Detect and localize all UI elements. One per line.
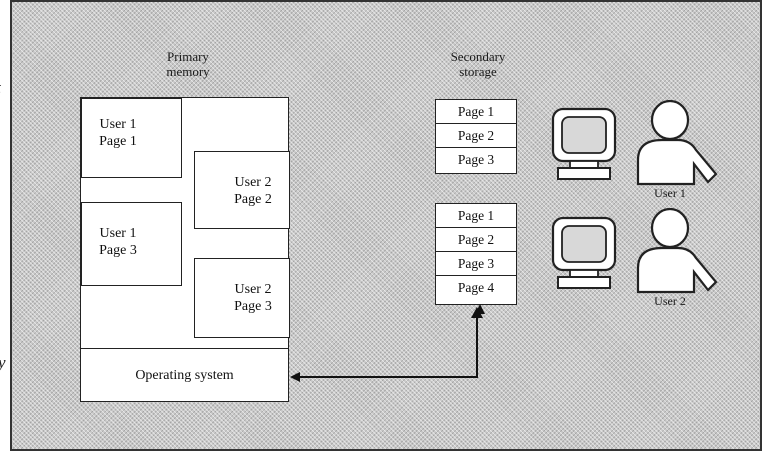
person-icon [636, 100, 718, 186]
user1-storage-page-2: Page 2 [436, 124, 516, 148]
user2-label: User 2 [654, 294, 686, 308]
memory-page-user2-page2: User 2 Page 2 [194, 151, 290, 229]
person-icon [636, 208, 718, 294]
memory-page-user2-page2-line-2: Page 2 [234, 192, 272, 207]
memory-page-user1-page3: User 1 Page 3 [81, 202, 182, 286]
memory-page-user1-page1-line-2: Page 1 [99, 134, 137, 149]
user1-storage-page-1: Page 1 [436, 100, 516, 124]
secondary-storage-heading-line-1: Secondary [450, 49, 506, 64]
memory-page-user2-page2-line-1: User 2 [234, 175, 272, 190]
secondary-storage-heading-line-2: storage [459, 64, 497, 79]
margin-glyph-y: y [0, 353, 6, 373]
primary-memory-heading-line-1: Primary [167, 49, 209, 64]
margin-glyph-t: t [0, 78, 1, 98]
user2-storage-page-1: Page 1 [436, 204, 516, 228]
user2-storage-page-3: Page 3 [436, 252, 516, 276]
virtual-memory-diagram: Primary memory User 1 Page 1 User 2 Page… [10, 0, 762, 451]
user2-page-stack: Page 1 Page 2 Page 3 Page 4 [435, 203, 517, 305]
primary-memory-heading-line-2: memory [166, 64, 210, 79]
terminal-icon [551, 107, 617, 180]
user1-storage-page-3: Page 3 [457, 152, 495, 167]
memory-page-user1-page1: User 1 Page 1 [81, 98, 182, 178]
user2-storage-page-2: Page 2 [436, 228, 516, 252]
operating-system-divider [81, 348, 288, 349]
operating-system-label: Operating system [135, 368, 234, 383]
memory-page-user1-page1-line-1: User 1 [99, 117, 137, 132]
memory-page-user1-page3-line-2: Page 3 [99, 243, 137, 258]
memory-page-user2-page3: User 2 Page 3 [194, 258, 290, 338]
primary-memory-heading: Primary memory [144, 49, 232, 79]
memory-page-user2-page3-line-1: User 2 [234, 282, 272, 297]
user1-page-stack: Page 1 Page 2 Page 3 [435, 99, 517, 174]
memory-page-user2-page3-line-2: Page 3 [234, 299, 272, 314]
secondary-storage-heading: Secondary storage [432, 49, 524, 79]
memory-page-user1-page3-line-1: User 1 [99, 226, 137, 241]
terminal-icon [551, 216, 617, 289]
user2-storage-page-4: Page 4 [457, 280, 495, 295]
primary-memory-block: User 1 Page 1 User 2 Page 2 User 1 Page … [80, 97, 290, 402]
user1-label: User 1 [654, 186, 686, 200]
